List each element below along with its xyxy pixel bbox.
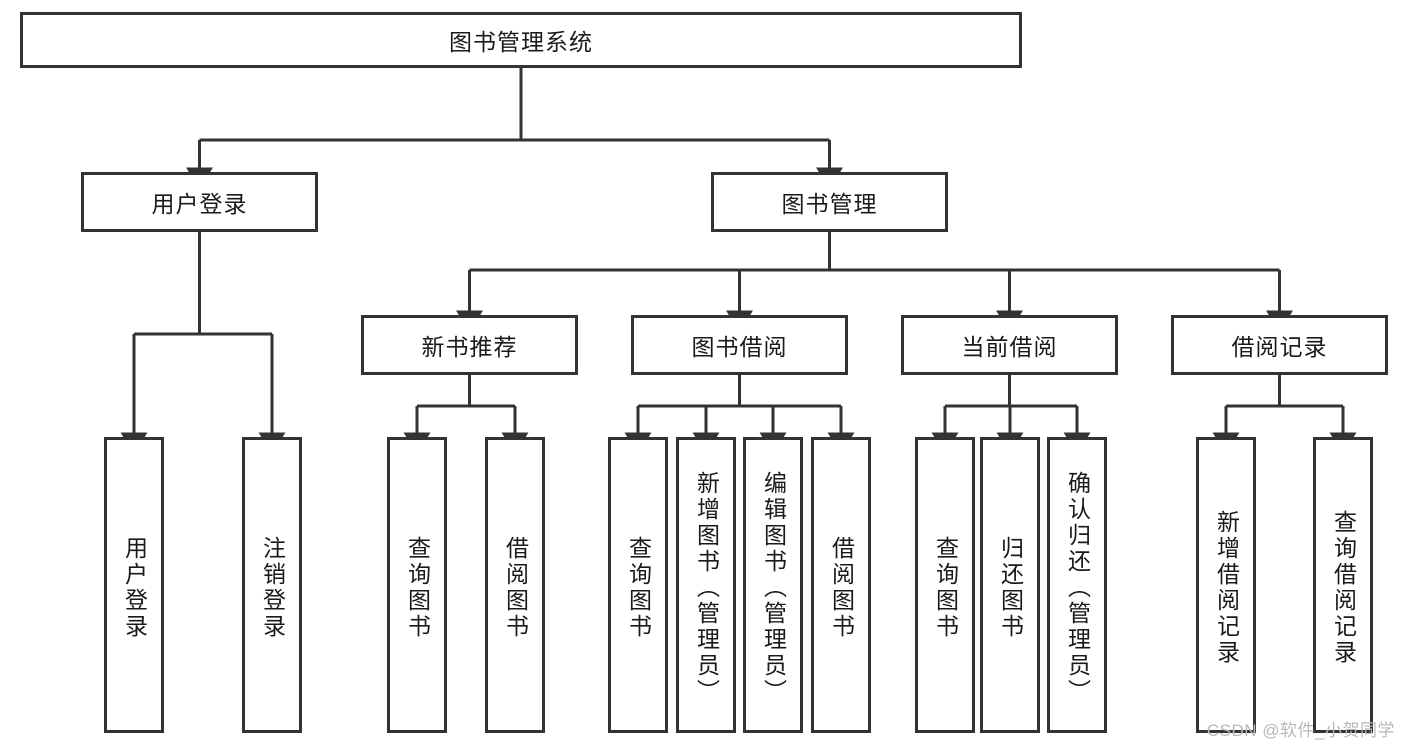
node-label: 查询图书 xyxy=(932,536,959,640)
node-root[interactable]: 图书管理系统 xyxy=(20,12,1022,68)
edge-group xyxy=(120,68,1357,455)
node-label: 新书推荐 xyxy=(421,334,518,360)
node-label: 当前借阅 xyxy=(961,334,1058,360)
node-label: 借阅记录 xyxy=(1231,334,1328,360)
node-label: 查询图书 xyxy=(625,536,652,640)
node-l3_6[interactable]: 编辑图书（管理员） xyxy=(743,437,803,733)
node-l3_8[interactable]: 查询图书 xyxy=(915,437,975,733)
node-l1_1[interactable]: 图书管理 xyxy=(711,172,948,232)
node-label: 图书管理 xyxy=(781,191,878,217)
node-l2_0[interactable]: 新书推荐 xyxy=(361,315,578,375)
node-l3_1[interactable]: 注销登录 xyxy=(242,437,302,733)
node-label-wrap: 确认归还（管理员） xyxy=(1050,446,1104,730)
node-label-wrap: 查询借阅记录 xyxy=(1316,446,1370,730)
node-l3_4[interactable]: 查询图书 xyxy=(608,437,668,733)
node-l3_11[interactable]: 新增借阅记录 xyxy=(1196,437,1256,733)
node-label-wrap: 归还图书 xyxy=(983,446,1037,730)
node-label: 编辑图书（管理员） xyxy=(760,471,787,705)
node-label-wrap: 查询图书 xyxy=(390,446,444,730)
node-label: 借阅图书 xyxy=(502,536,529,640)
node-l2_1[interactable]: 图书借阅 xyxy=(631,315,848,375)
node-l3_10[interactable]: 确认归还（管理员） xyxy=(1047,437,1107,733)
node-l2_3[interactable]: 借阅记录 xyxy=(1171,315,1388,375)
node-l2_2[interactable]: 当前借阅 xyxy=(901,315,1118,375)
node-label: 新增借阅记录 xyxy=(1213,510,1240,666)
node-label: 图书管理系统 xyxy=(449,29,593,55)
node-l3_3[interactable]: 借阅图书 xyxy=(485,437,545,733)
node-label: 新增图书（管理员） xyxy=(693,471,720,705)
node-label-wrap: 查询图书 xyxy=(918,446,972,730)
node-label-wrap: 注销登录 xyxy=(245,446,299,730)
node-l3_5[interactable]: 新增图书（管理员） xyxy=(676,437,736,733)
node-l1_0[interactable]: 用户登录 xyxy=(81,172,318,232)
node-label: 用户登录 xyxy=(151,191,248,217)
node-label: 注销登录 xyxy=(259,536,286,640)
node-label: 归还图书 xyxy=(997,536,1024,640)
node-label-wrap: 新增借阅记录 xyxy=(1199,446,1253,730)
node-l3_12[interactable]: 查询借阅记录 xyxy=(1313,437,1373,733)
node-l3_0[interactable]: 用户登录 xyxy=(104,437,164,733)
node-label-wrap: 编辑图书（管理员） xyxy=(746,446,800,730)
node-l3_7[interactable]: 借阅图书 xyxy=(811,437,871,733)
node-label: 查询借阅记录 xyxy=(1330,510,1357,666)
node-label-wrap: 新增图书（管理员） xyxy=(679,446,733,730)
node-label: 图书借阅 xyxy=(691,334,788,360)
node-label-wrap: 查询图书 xyxy=(611,446,665,730)
node-label: 用户登录 xyxy=(121,536,148,640)
node-l3_2[interactable]: 查询图书 xyxy=(387,437,447,733)
node-label-wrap: 借阅图书 xyxy=(814,446,868,730)
node-label: 查询图书 xyxy=(404,536,431,640)
node-l3_9[interactable]: 归还图书 xyxy=(980,437,1040,733)
node-label: 借阅图书 xyxy=(828,536,855,640)
node-label-wrap: 借阅图书 xyxy=(488,446,542,730)
watermark-label: CSDN @软件_小贺同学 xyxy=(1206,721,1395,740)
node-label-wrap: 用户登录 xyxy=(107,446,161,730)
node-label: 确认归还（管理员） xyxy=(1064,471,1091,705)
